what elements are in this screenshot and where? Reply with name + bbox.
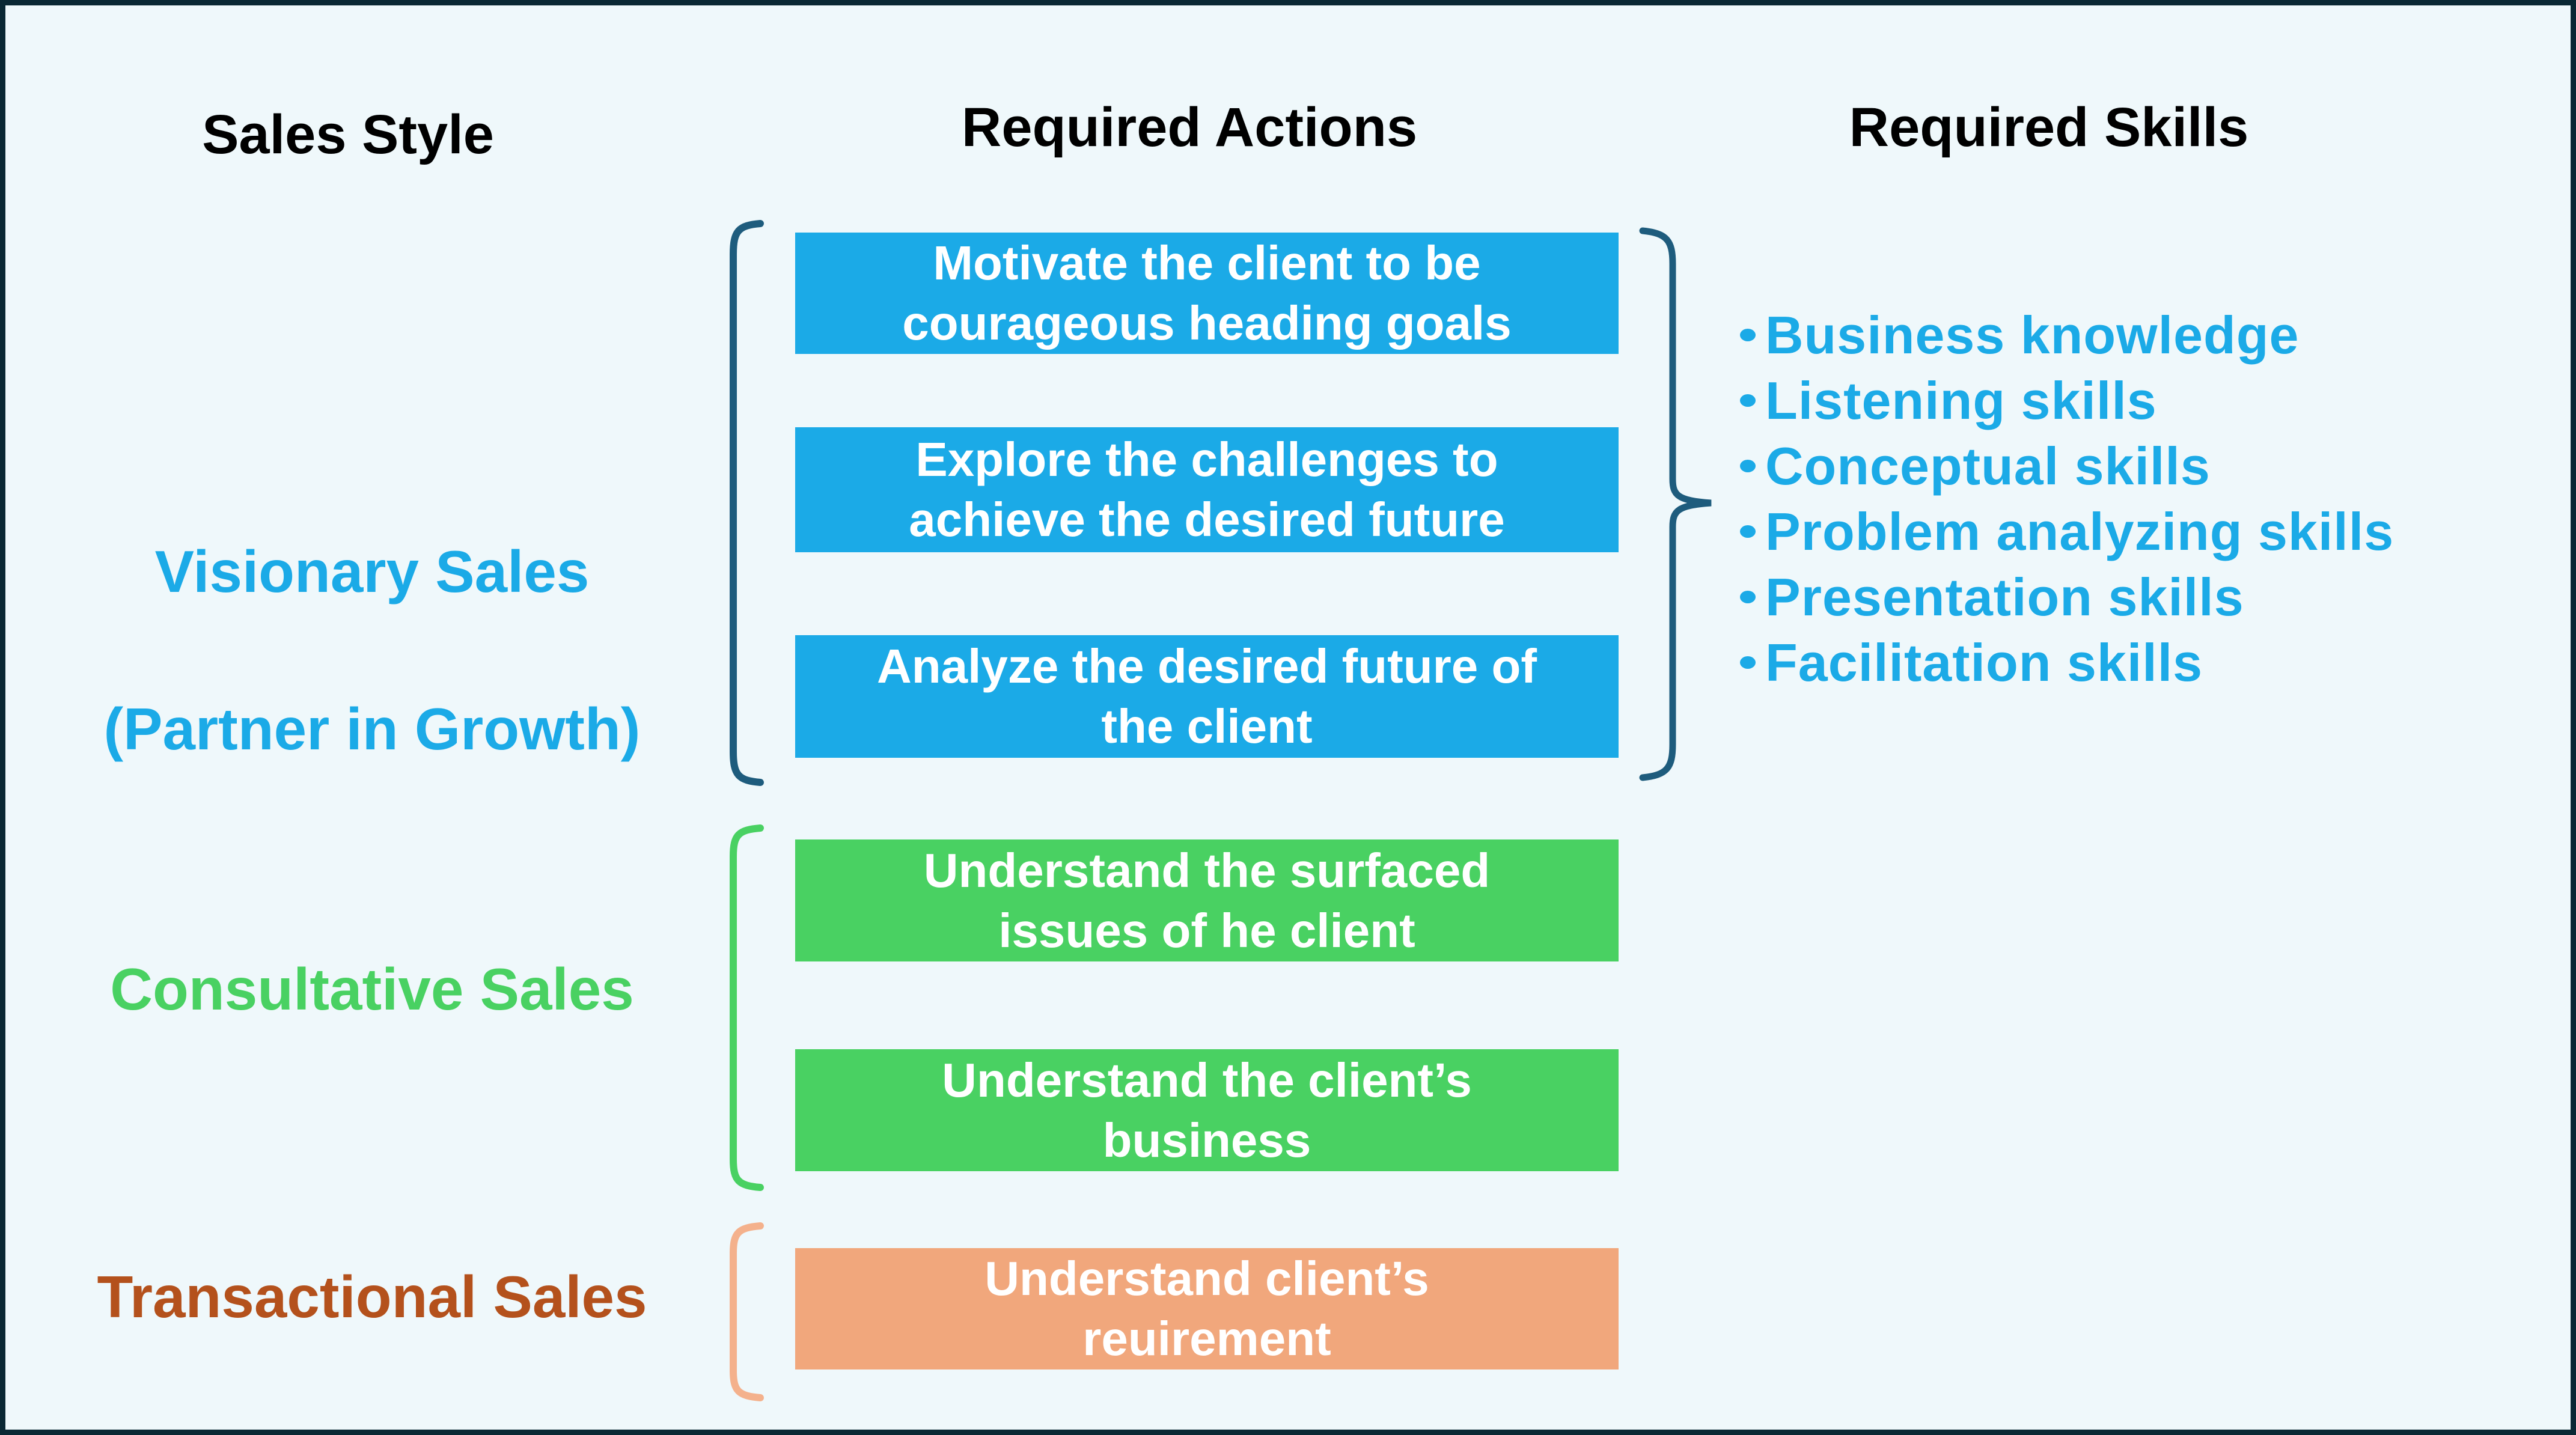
action-box-analyze-future: Analyze the desired future of the client: [795, 635, 1619, 758]
action-box-explore-challenges: Explore the challenges to achieve the de…: [795, 427, 1619, 552]
column-header-sales-style: Sales Style: [202, 104, 494, 165]
bracket-visionary-group: [730, 220, 764, 786]
action-box-text: Analyze the desired future of the client: [877, 639, 1537, 753]
action-box-text: Understand client’s reuirement: [984, 1252, 1429, 1365]
label-visionary-sales-sub: (Partner in Growth): [103, 696, 641, 762]
skill-item: Conceptual skills: [1740, 433, 2539, 499]
action-box-text: Understand the surfaced issues of he cli…: [923, 843, 1491, 957]
skill-label: Problem analyzing skills: [1765, 501, 2394, 561]
bullet-dot-icon: [1740, 591, 1756, 603]
column-header-required-skills: Required Skills: [1849, 97, 2249, 158]
bracket-transactional-group: [730, 1222, 764, 1401]
label-visionary-sales-main: Visionary Sales: [154, 538, 590, 605]
brace-skills-connector: [1639, 227, 1712, 781]
label-visionary-sales: Visionary Sales (Partner in Growth): [47, 454, 697, 847]
action-box-text: Understand the client’s business: [942, 1053, 1472, 1167]
bullet-dot-icon: [1740, 656, 1756, 669]
skill-item: Listening skills: [1740, 368, 2539, 433]
skill-label: Listening skills: [1765, 370, 2157, 430]
bullet-dot-icon: [1740, 329, 1756, 341]
action-box-text: Motivate the client to be courageous hea…: [902, 236, 1512, 350]
action-box-understand-business: Understand the client’s business: [795, 1049, 1619, 1171]
action-box-understand-issues: Understand the surfaced issues of he cli…: [795, 839, 1619, 961]
label-consultative-sales: Consultative Sales: [110, 956, 634, 1022]
action-box-motivate-client: Motivate the client to be courageous hea…: [795, 233, 1619, 354]
skill-label: Presentation skills: [1765, 567, 2244, 627]
bracket-consultative-group: [730, 824, 764, 1191]
skill-label: Conceptual skills: [1765, 436, 2211, 496]
column-header-required-actions: Required Actions: [961, 97, 1418, 158]
bullet-dot-icon: [1740, 460, 1756, 472]
action-box-understand-requirement: Understand client’s reuirement: [795, 1248, 1619, 1369]
skill-item: Facilitation skills: [1740, 630, 2539, 695]
action-box-text: Explore the challenges to achieve the de…: [909, 433, 1505, 546]
skill-item: Business knowledge: [1740, 302, 2539, 368]
skill-label: Facilitation skills: [1765, 632, 2203, 692]
bullet-dot-icon: [1740, 394, 1756, 407]
skill-item: Problem analyzing skills: [1740, 499, 2539, 564]
bullet-dot-icon: [1740, 525, 1756, 538]
skill-item: Presentation skills: [1740, 564, 2539, 630]
label-transactional-sales: Transactional Sales: [97, 1264, 647, 1330]
skill-label: Business knowledge: [1765, 305, 2300, 365]
required-skills-list: Business knowledge Listening skills Conc…: [1740, 302, 2539, 695]
